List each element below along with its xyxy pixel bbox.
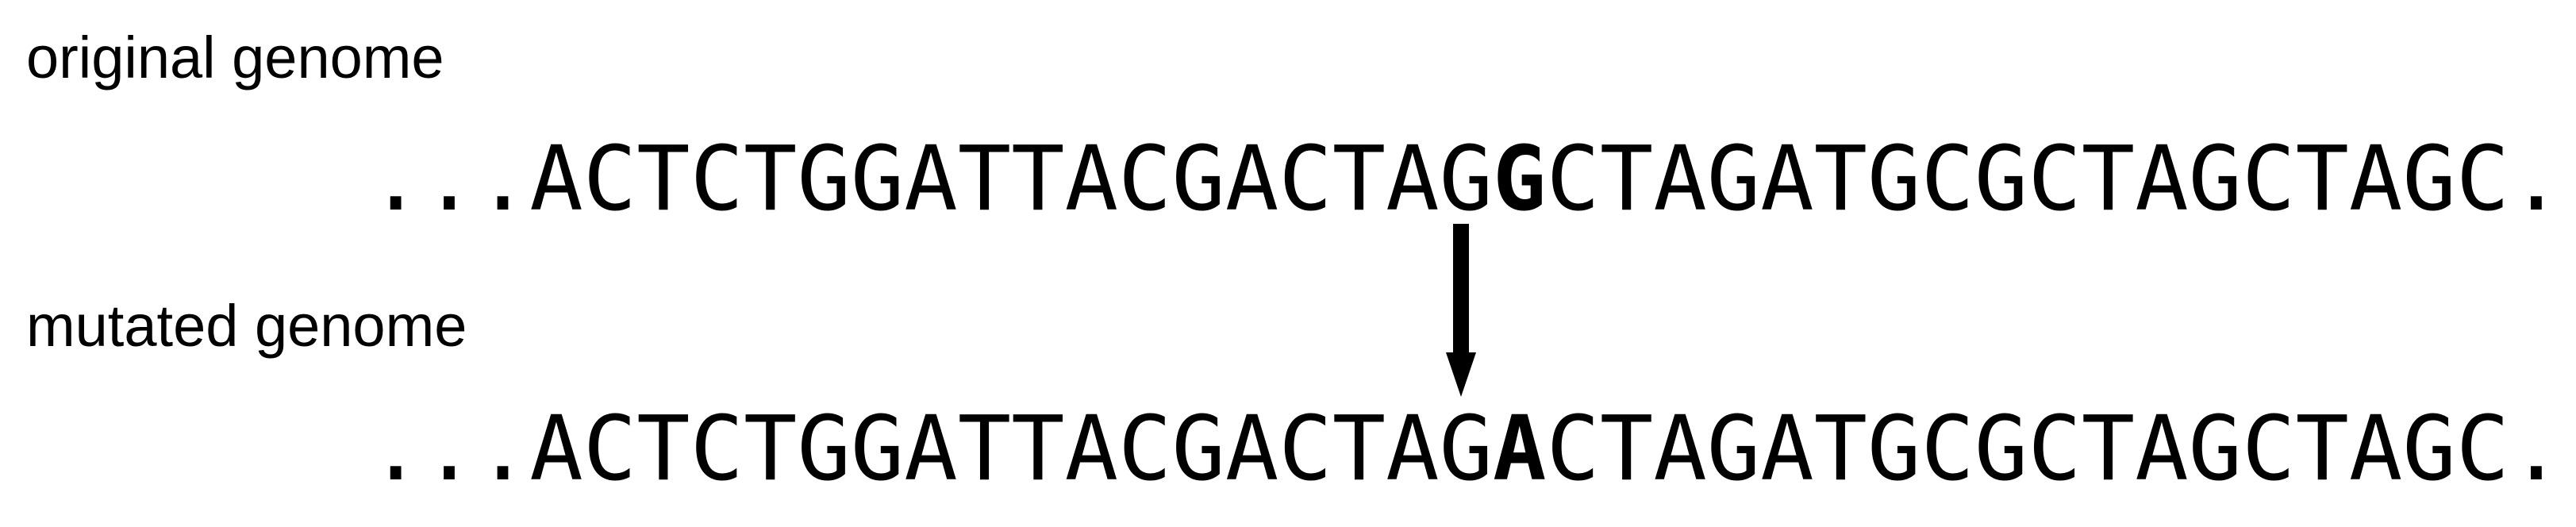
- mutated-sequence-suffix: CTAGATGCGCTAGCTAGC...: [1546, 398, 2576, 501]
- original-genome-label: original genome: [26, 25, 444, 90]
- original-sequence-suffix: CTAGATGCGCTAGCTAGC...: [1546, 128, 2576, 231]
- mutated-sequence-prefix: ...ACTCTGGATTACGACTAG: [369, 398, 1494, 501]
- mutation-arrow-shaft: [1453, 224, 1469, 356]
- mutation-arrow-head: [1446, 352, 1476, 397]
- original-sequence-prefix: ...ACTCTGGATTACGACTAG: [369, 128, 1494, 231]
- mutated-new-base: A: [1493, 398, 1547, 501]
- mutated-genome-label: mutated genome: [26, 293, 467, 359]
- original-sequence: ...ACTCTGGATTACGACTAGGCTAGATGCGCTAGCTAGC…: [369, 135, 2576, 224]
- mutated-sequence: ...ACTCTGGATTACGACTAGACTAGATGCGCTAGCTAGC…: [369, 405, 2576, 494]
- original-mutated-base: G: [1493, 128, 1547, 231]
